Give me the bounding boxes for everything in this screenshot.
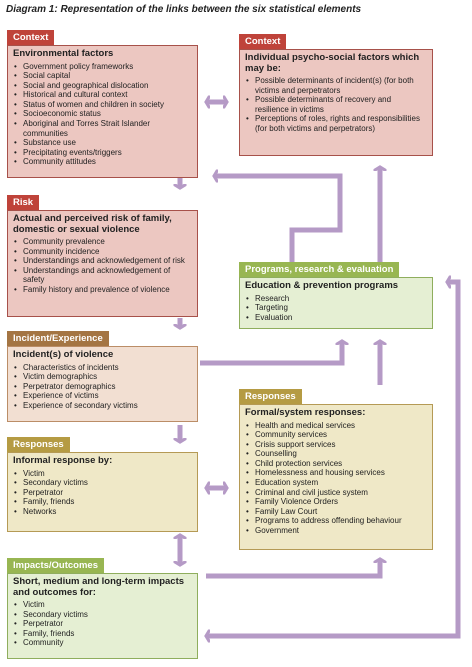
list-item: Research [245, 294, 427, 304]
programs-box: Education & prevention programs Research… [239, 277, 433, 329]
list-item: Community incidence [13, 247, 192, 257]
list-item: Counselling [245, 449, 427, 459]
arrow-incident-to-programs [200, 341, 342, 366]
list-item: Characteristics of incidents [13, 363, 192, 373]
informal-responses-heading: Informal response by: [13, 455, 113, 466]
arrow-risk-to-context [214, 176, 343, 262]
context-right-tab: Context [239, 34, 287, 49]
list-item: Perpetrator [13, 619, 192, 629]
list-item: Child protection services [245, 459, 427, 469]
list-item: Crisis support services [245, 440, 427, 450]
risk-heading: Actual and perceived risk of family, dom… [13, 213, 172, 235]
impacts-heading: Short, medium and long-term impacts and … [13, 576, 185, 598]
list-item: Programs to address offending behaviour [245, 516, 427, 526]
informal-responses-box: Informal response by: Victim Secondary v… [7, 452, 198, 532]
list-item: Community attitudes [13, 157, 192, 167]
list-item: Social capital [13, 71, 192, 81]
list-item: Family, friends [13, 497, 192, 507]
list-item: Family Law Court [245, 507, 427, 517]
list-item: Social and geographical dislocation [13, 81, 192, 91]
context-right-box: Individual psycho-social factors which m… [239, 49, 433, 156]
list-item: Evaluation [245, 313, 427, 323]
impacts-tab: Impacts/Outcomes [7, 558, 104, 573]
list-item: Victim demographics [13, 372, 192, 382]
list-item: Perpetrator [13, 488, 192, 498]
informal-responses-tab: Responses [7, 437, 70, 452]
list-item: Community services [245, 430, 427, 440]
impacts-box: Short, medium and long-term impacts and … [7, 573, 198, 659]
list-item: Substance use [13, 138, 192, 148]
list-item: Homelessness and housing services [245, 468, 427, 478]
list-item: Aboriginal and Torres Strait Islander co… [13, 119, 192, 138]
incident-heading: Incident(s) of violence [13, 349, 114, 360]
list-item: Socioeconomic status [13, 109, 192, 119]
list-item: Family history and prevalence of violenc… [13, 285, 192, 295]
list-item: Historical and cultural context [13, 90, 192, 100]
context-right-heading: Individual psycho-social factors which m… [245, 52, 420, 74]
list-item: Health and medical services [245, 421, 427, 431]
incident-list: Characteristics of incidents Victim demo… [13, 363, 192, 411]
list-item: Family Violence Orders [245, 497, 427, 507]
list-item: Possible determinants of incident(s) (fo… [245, 76, 427, 95]
list-item: Possible determinants of recovery and re… [245, 95, 427, 114]
list-item: Understandings and acknowledgement of sa… [13, 266, 192, 285]
formal-responses-tab: Responses [239, 389, 302, 404]
diagram-title: Diagram 1: Representation of the links b… [6, 4, 362, 15]
risk-box: Actual and perceived risk of family, dom… [7, 210, 198, 317]
formal-responses-list: Health and medical services Community se… [245, 421, 427, 536]
informal-responses-list: Victim Secondary victims Perpetrator Fam… [13, 469, 192, 517]
context-left-tab: Context [7, 30, 55, 45]
context-left-box: Environmental factors Government policy … [7, 45, 198, 178]
list-item: Secondary victims [13, 478, 192, 488]
list-item: Precipitating events/triggers [13, 148, 192, 158]
list-item: Family, friends [13, 629, 192, 639]
list-item: Networks [13, 507, 192, 517]
incident-box: Incident(s) of violence Characteristics … [7, 346, 198, 422]
list-item: Education system [245, 478, 427, 488]
list-item: Status of women and children in society [13, 100, 192, 110]
formal-responses-heading: Formal/system responses: [245, 407, 366, 418]
programs-tab: Programs, research & evaluation [239, 262, 400, 277]
list-item: Community [13, 638, 192, 648]
list-item: Perpetrator demographics [13, 382, 192, 392]
incident-tab: Incident/Experience [7, 331, 109, 346]
risk-list: Community prevalence Community incidence… [13, 237, 192, 295]
list-item: Victim [13, 469, 192, 479]
list-item: Experience of victims [13, 391, 192, 401]
arrow-impacts-to-formal [206, 559, 380, 579]
list-item: Secondary victims [13, 610, 192, 620]
list-item: Community prevalence [13, 237, 192, 247]
context-left-list: Government policy frameworks Social capi… [13, 62, 192, 168]
list-item: Understandings and acknowledgement of ri… [13, 256, 192, 266]
formal-responses-box: Formal/system responses: Health and medi… [239, 404, 433, 550]
programs-heading: Education & prevention programs [245, 280, 399, 291]
risk-tab: Risk [7, 195, 40, 210]
list-item: Victim [13, 600, 192, 610]
impacts-list: Victim Secondary victims Perpetrator Fam… [13, 600, 192, 648]
list-item: Experience of secondary victims [13, 401, 192, 411]
list-item: Government [245, 526, 427, 536]
arrow-impacts-feedback-loop [206, 282, 461, 636]
list-item: Targeting [245, 303, 427, 313]
list-item: Criminal and civil justice system [245, 488, 427, 498]
list-item: Government policy frameworks [13, 62, 192, 72]
context-right-list: Possible determinants of incident(s) (fo… [245, 76, 427, 134]
list-item: Perceptions of roles, rights and respons… [245, 114, 427, 133]
programs-list: Research Targeting Evaluation [245, 294, 427, 323]
context-left-heading: Environmental factors [13, 48, 114, 59]
